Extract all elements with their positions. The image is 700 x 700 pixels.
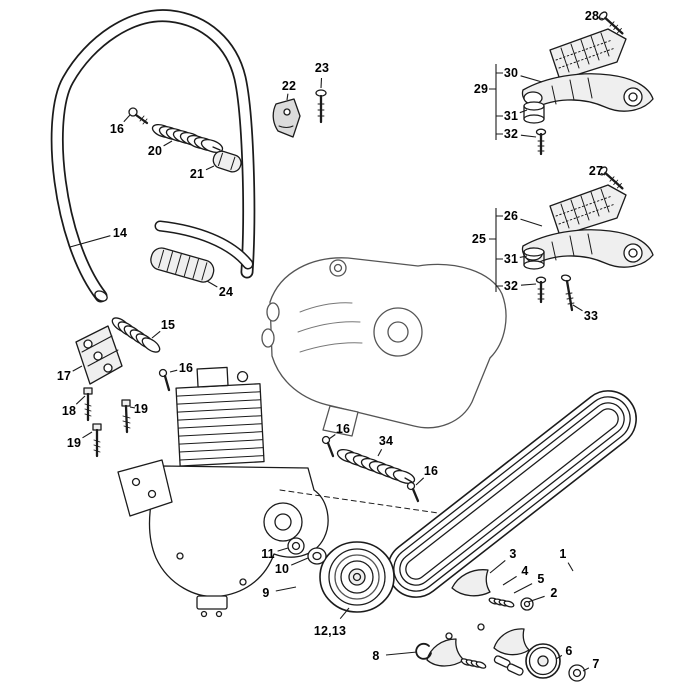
cup-washer-part-10: [307, 547, 327, 565]
leader-line: [290, 557, 309, 566]
leader-line: [600, 172, 606, 176]
screw-part-16-b: [158, 368, 171, 392]
clutch-shoe-a: [451, 569, 491, 597]
leader-line: [129, 406, 135, 409]
leader-line: [69, 235, 111, 248]
leader-line: [555, 654, 563, 660]
leader-line: [520, 283, 537, 286]
engine-cylinder: [175, 366, 265, 467]
roller-small-b: [506, 663, 524, 676]
leader-line: [75, 395, 86, 405]
clutch-spring-a: [488, 597, 515, 608]
roller-part-31-a: [523, 101, 545, 124]
screw-part-18: [83, 387, 93, 422]
belt-pulley-part-12-13: [319, 541, 395, 613]
leader-line: [520, 218, 543, 227]
av-spring-part-34: [336, 448, 416, 485]
leader-line: [598, 17, 605, 20]
leader-line: [82, 431, 93, 439]
leader-line: [328, 434, 336, 440]
leader-line: [339, 607, 350, 620]
roller-part-31-b: [523, 247, 545, 270]
leader-line: [275, 586, 297, 592]
circlip-part-8: [415, 642, 432, 660]
bushing-part-21: [212, 150, 242, 173]
leader-line: [520, 134, 537, 138]
spring-part-20: [151, 123, 224, 154]
screw-part-32-a: [535, 128, 547, 156]
clutch-spring-b: [460, 658, 487, 669]
leader-line: [502, 575, 517, 586]
screw-part-16-a: [128, 107, 149, 125]
leader-line: [385, 651, 418, 656]
leader-line: [206, 280, 218, 288]
spring-part-15: [111, 317, 161, 353]
leader-line: [415, 477, 425, 486]
leader-line: [123, 114, 131, 123]
leader-line: [205, 165, 215, 171]
label-bracket: [489, 208, 503, 292]
leader-line: [151, 330, 161, 339]
clutch-drum-part-6: [525, 643, 561, 679]
screw-part-16-c: [321, 435, 335, 458]
leader-line: [72, 365, 83, 372]
leader-line: [520, 75, 543, 83]
pivot-pin-a: [445, 632, 453, 640]
engine-crankcase: [117, 459, 329, 618]
leader-line: [277, 547, 289, 552]
label-bracket: [489, 64, 503, 140]
screw-part-23: [315, 89, 327, 124]
washer-part-7: [568, 664, 586, 682]
screw-part-19-b: [92, 423, 102, 458]
screw-part-33: [560, 274, 575, 312]
mount-bracket-part-17: [75, 325, 123, 385]
v-belt: [387, 390, 637, 598]
pivot-pin-b: [477, 623, 485, 631]
leader-line: [567, 562, 574, 572]
washer-part-11: [287, 537, 305, 555]
leader-line: [286, 93, 289, 101]
leader-line: [169, 369, 178, 373]
loop-handlebar-part-14: [50, 9, 256, 303]
leader-line: [582, 667, 590, 672]
leader-line: [519, 109, 528, 114]
screw-part-19-a: [121, 399, 131, 434]
screw-part-27: [598, 166, 624, 190]
leader-line: [163, 140, 173, 147]
clutch-shoe-c: [493, 628, 530, 656]
leader-line: [513, 583, 533, 594]
clamp-part-22: [272, 98, 301, 138]
leader-line: [489, 559, 506, 574]
handle-molding-part-24: [150, 247, 215, 283]
leader-line: [377, 449, 383, 457]
screw-part-16-d: [406, 481, 420, 503]
leader-line: [320, 77, 323, 89]
clutch-shoe-b: [426, 638, 465, 667]
leader-line: [519, 255, 528, 258]
screw-part-32-b: [535, 276, 547, 304]
clutch-side-housing: [261, 257, 507, 437]
alignment-dashline: [279, 489, 439, 514]
leader-line: [572, 304, 583, 312]
leader-line: [527, 595, 545, 603]
